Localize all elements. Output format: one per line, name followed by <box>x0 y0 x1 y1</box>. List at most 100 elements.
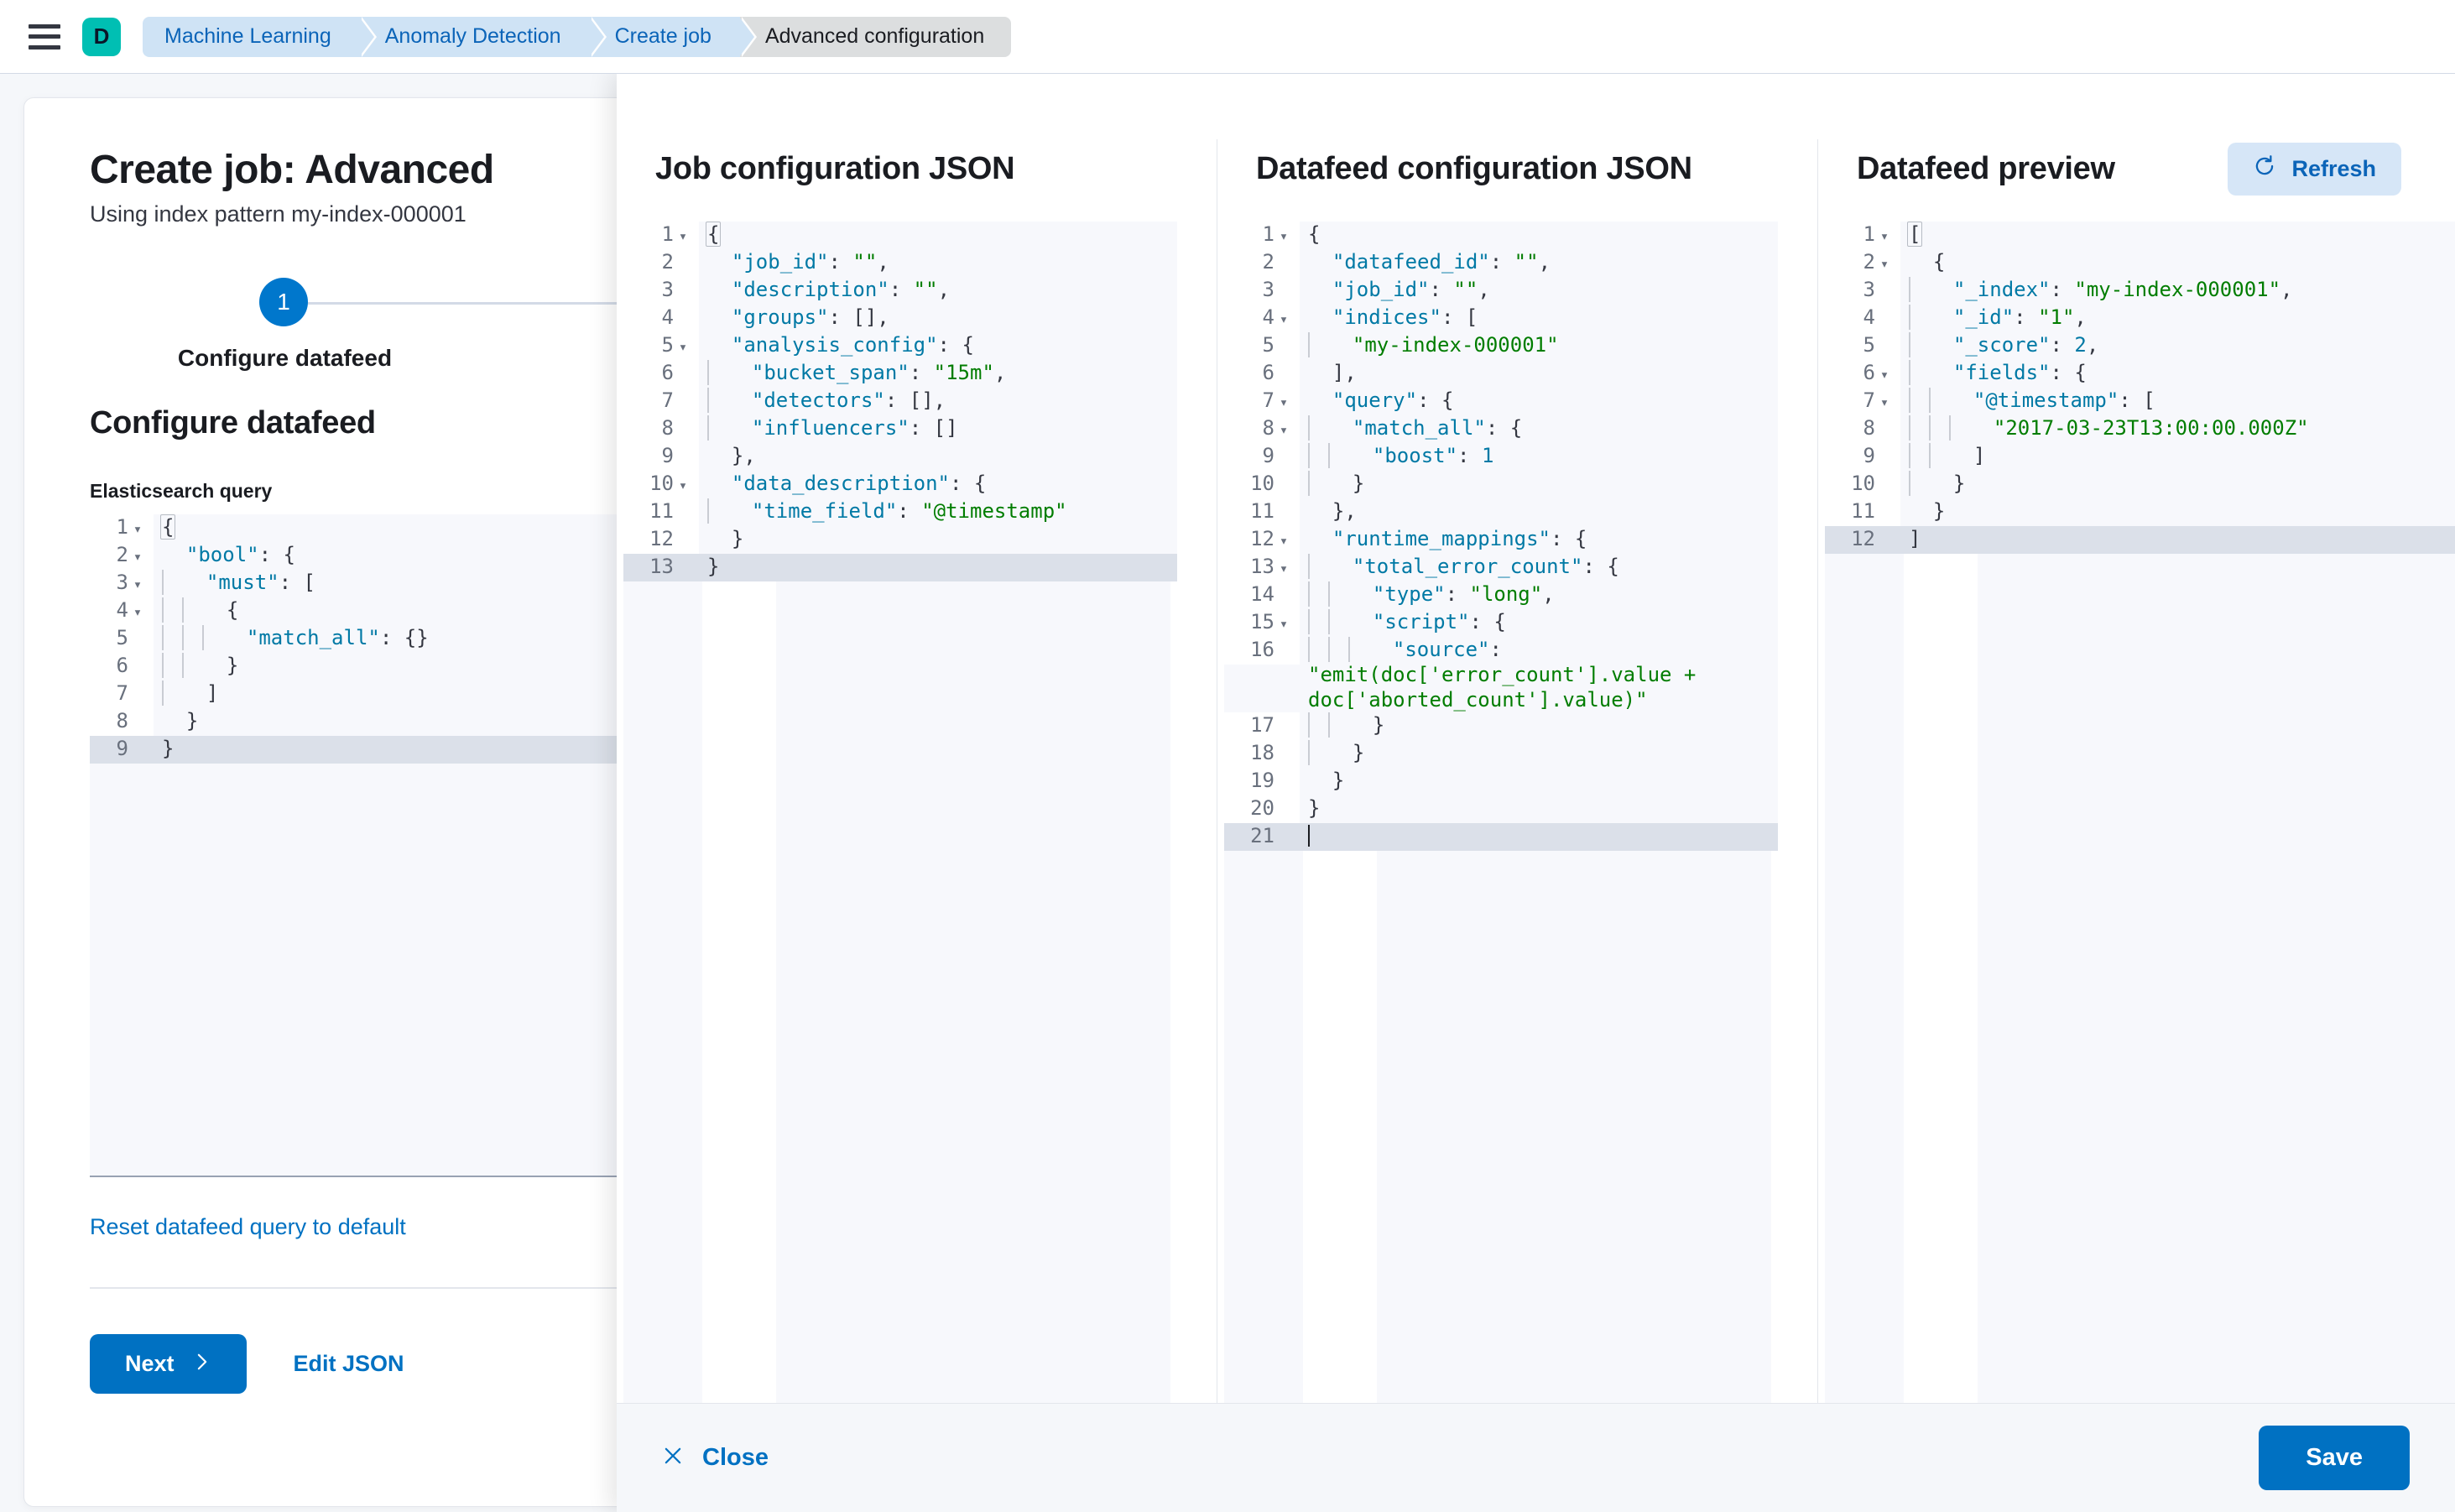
next-button[interactable]: Next <box>90 1334 247 1394</box>
code-line[interactable]: 10 } <box>1224 471 1778 498</box>
code-line[interactable]: 17 } <box>1224 712 1778 740</box>
code-line[interactable]: 6 "bucket_span": "15m", <box>623 360 1177 388</box>
save-button[interactable]: Save <box>2259 1426 2410 1490</box>
fold-caret-icon[interactable]: ▾ <box>1279 560 1289 577</box>
edit-json-button[interactable]: Edit JSON <box>293 1351 404 1376</box>
fold-caret-icon[interactable]: ▾ <box>1279 311 1289 328</box>
code-line[interactable]: 9 ] <box>1825 443 2455 471</box>
code-line[interactable]: 8 "2017-03-23T13:00:00.000Z" <box>1825 415 2455 443</box>
code-line[interactable]: 3▾ "must": [ <box>90 570 1051 597</box>
code-text <box>1300 823 1778 848</box>
code-line[interactable]: 7 ] <box>90 680 1051 708</box>
indent-guide <box>1308 581 1310 607</box>
line-number: 12▾ <box>1224 526 1300 554</box>
fold-caret-icon[interactable]: ▾ <box>1279 533 1289 550</box>
fold-caret-icon[interactable]: ▾ <box>133 604 143 621</box>
code-line[interactable]: 4▾ "indices": [ <box>1224 305 1778 332</box>
code-line[interactable]: 1▾{ <box>90 514 1051 542</box>
code-line[interactable]: 1▾{ <box>1224 222 1778 249</box>
breadcrumb-item-create-job[interactable]: Create job <box>589 16 758 57</box>
code-line[interactable]: 3 "_index": "my-index-000001", <box>1825 277 2455 305</box>
code-line[interactable]: 4 "_id": "1", <box>1825 305 2455 332</box>
line-number: 18 <box>1224 740 1300 768</box>
hamburger-menu-icon[interactable] <box>29 23 60 50</box>
breadcrumb-item-anomaly-detection[interactable]: Anomaly Detection <box>359 16 607 57</box>
fold-caret-icon[interactable]: ▾ <box>1279 228 1289 245</box>
code-line[interactable]: 18 } <box>1224 740 1778 768</box>
code-line[interactable]: 2▾ { <box>1825 249 2455 277</box>
code-line[interactable]: 11 "time_field": "@timestamp" <box>623 498 1177 526</box>
code-line[interactable]: 6 } <box>90 653 1051 680</box>
fold-caret-icon[interactable]: ▾ <box>1879 394 1889 411</box>
code-line[interactable]: 16 "source": "emit(doc['error_count'].va… <box>1224 637 1778 712</box>
breadcrumb-item-machine-learning[interactable]: Machine Learning <box>143 16 377 57</box>
code-line[interactable]: 7 "detectors": [], <box>623 388 1177 415</box>
code-line[interactable]: 10▾ "data_description": { <box>623 471 1177 498</box>
reset-datafeed-query-link[interactable]: Reset datafeed query to default <box>90 1214 406 1239</box>
code-line[interactable]: 11 }, <box>1224 498 1778 526</box>
breadcrumb-item-advanced-configuration[interactable]: Advanced configuration <box>739 16 1012 57</box>
fold-caret-icon[interactable]: ▾ <box>1279 394 1289 411</box>
fold-caret-icon[interactable]: ▾ <box>133 521 143 538</box>
code-line[interactable]: 11 } <box>1825 498 2455 526</box>
stepper-step-1[interactable]: 1 <box>259 278 308 326</box>
code-line[interactable]: 9 "boost": 1 <box>1224 443 1778 471</box>
space-avatar[interactable]: D <box>82 17 121 56</box>
code-line[interactable]: 8 "influencers": [] <box>623 415 1177 443</box>
code-line[interactable]: 7▾ "query": { <box>1224 388 1778 415</box>
fold-spacer <box>1274 252 1293 277</box>
code-line[interactable]: 1▾{ <box>623 222 1177 249</box>
job-configuration-json-editor[interactable]: 1▾{2 "job_id": "",3 "description": "",4 … <box>623 222 1177 581</box>
fold-caret-icon[interactable]: ▾ <box>1879 228 1889 245</box>
fold-caret-icon[interactable]: ▾ <box>1279 422 1289 439</box>
code-line[interactable]: 5▾ "analysis_config": { <box>623 332 1177 360</box>
fold-caret-icon[interactable]: ▾ <box>1879 367 1889 383</box>
code-line[interactable]: 1▾[ <box>1825 222 2455 249</box>
code-line[interactable]: 12▾ "runtime_mappings": { <box>1224 526 1778 554</box>
code-line[interactable]: 12 } <box>623 526 1177 554</box>
code-line[interactable]: 7▾ "@timestamp": [ <box>1825 388 2455 415</box>
code-line[interactable]: 20 } <box>1224 795 1778 823</box>
datafeed-configuration-json-editor[interactable]: 1▾{2 "datafeed_id": "",3 "job_id": "",4▾… <box>1224 222 1778 851</box>
fold-caret-icon[interactable]: ▾ <box>133 549 143 566</box>
code-line[interactable]: 14 "type": "long", <box>1224 581 1778 609</box>
refresh-button[interactable]: Refresh <box>2228 142 2401 196</box>
fold-caret-icon[interactable]: ▾ <box>678 228 688 245</box>
code-line[interactable]: 4 "groups": [], <box>623 305 1177 332</box>
code-line[interactable]: 8 } <box>90 708 1051 736</box>
line-number: 2 <box>623 249 699 277</box>
code-line[interactable]: 2 "datafeed_id": "", <box>1224 249 1778 277</box>
code-line[interactable]: 5 "match_all": {} <box>90 625 1051 653</box>
code-line[interactable]: 3 "description": "", <box>623 277 1177 305</box>
code-text: { <box>160 514 176 540</box>
code-line[interactable]: 2▾ "bool": { <box>90 542 1051 570</box>
code-line[interactable]: 5 "my-index-000001" <box>1224 332 1778 360</box>
close-button[interactable]: Close <box>662 1444 769 1472</box>
code-line[interactable]: 13 } <box>623 554 1177 581</box>
datafeed-preview-json-editor[interactable]: 1▾[2▾ {3 "_index": "my-index-000001",4 "… <box>1825 222 2455 554</box>
code-line[interactable]: 13▾ "total_error_count": { <box>1224 554 1778 581</box>
code-line[interactable]: 2 "job_id": "", <box>623 249 1177 277</box>
code-line[interactable]: 12 ] <box>1825 526 2455 554</box>
code-line[interactable]: 10 } <box>1825 471 2455 498</box>
code-line[interactable]: 8▾ "match_all": { <box>1224 415 1778 443</box>
fold-caret-icon[interactable]: ▾ <box>678 477 688 494</box>
code-line[interactable]: 5 "_score": 2, <box>1825 332 2455 360</box>
code-text: } <box>1300 740 1778 765</box>
code-line[interactable]: 4▾ { <box>90 597 1051 625</box>
line-number: 5 <box>90 625 154 653</box>
fold-caret-icon[interactable]: ▾ <box>678 339 688 356</box>
code-line[interactable]: 9 }, <box>623 443 1177 471</box>
fold-caret-icon[interactable]: ▾ <box>1879 256 1889 273</box>
code-line[interactable]: 3 "job_id": "", <box>1224 277 1778 305</box>
code-line[interactable]: 21 <box>1224 823 1778 851</box>
code-line[interactable]: 6▾ "fields": { <box>1825 360 2455 388</box>
code-text: "_index": "my-index-000001", <box>1900 277 2455 302</box>
code-line[interactable]: 6 ], <box>1224 360 1778 388</box>
code-line[interactable]: 15▾ "script": { <box>1224 609 1778 637</box>
fold-caret-icon[interactable]: ▾ <box>1279 616 1289 633</box>
indent-guide <box>182 625 184 650</box>
fold-caret-icon[interactable]: ▾ <box>133 576 143 593</box>
line-number: 6▾ <box>1825 360 1900 388</box>
code-line[interactable]: 19 } <box>1224 768 1778 795</box>
